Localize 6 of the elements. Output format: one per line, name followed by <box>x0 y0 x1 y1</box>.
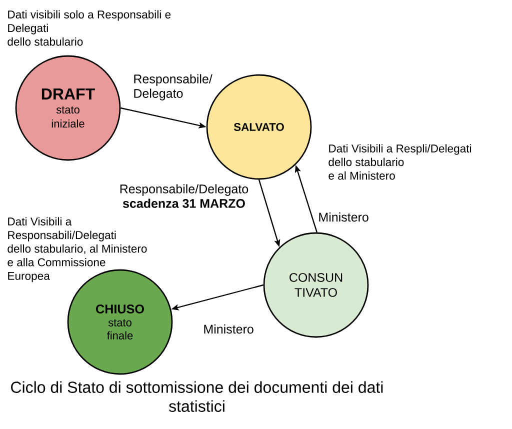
note-text: Dati visibili solo a Responsabili e Delegati dello stabulario <box>8 10 171 46</box>
note-text: Dati Visibili a Respli/Delegati dello stabulario e al Ministero <box>328 144 471 180</box>
caption: Ciclo di Stato di sottomissione dei documenti dei dati statistici <box>11 381 383 412</box>
edge-label: Ministero <box>319 212 368 222</box>
edge-label: Ministero <box>204 324 254 334</box>
edge-label: Responsabile/Delegato scadenza 31 MARZO <box>120 184 248 208</box>
